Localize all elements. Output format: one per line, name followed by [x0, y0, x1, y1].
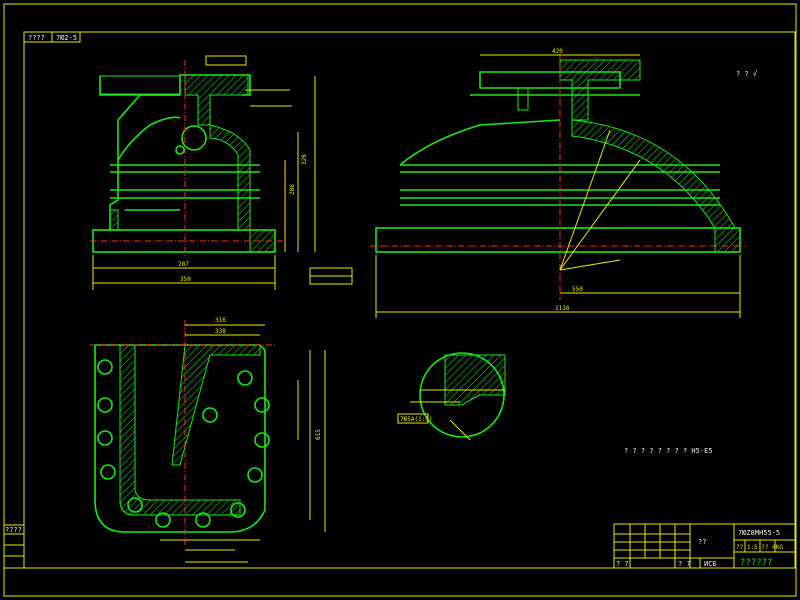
side-dim-inner: 550	[572, 286, 583, 293]
side-dim-bottom: 1116	[555, 305, 570, 312]
plan-view: 316 338 615	[90, 317, 326, 563]
sign-b: ? ?	[616, 560, 629, 568]
plan-dim-top: 316	[215, 317, 226, 324]
side-dim-top: 420	[552, 48, 563, 55]
side-strip	[3, 524, 25, 569]
tech-note: ? ? ? ? ? ? ? ? H5-E5	[624, 447, 713, 455]
drawing-number: 7ЮZ8МH55-5	[738, 529, 780, 537]
sign-a: ? ?	[678, 560, 691, 568]
side-label: ????	[5, 526, 22, 534]
roughness-note: ? ? √	[736, 70, 758, 78]
front-dim-h2: 286	[289, 184, 296, 195]
detail-a: 7Ю5А(1:5)	[397, 352, 506, 441]
outer-frame	[3, 3, 797, 597]
scale-row: ?? 1:5 ?? 4KG	[736, 544, 783, 551]
part-name: ??	[698, 538, 706, 546]
plan-dim-mid: 338	[215, 328, 226, 335]
corner-code: ????	[28, 34, 45, 42]
front-view: 350 287 326 286	[90, 55, 353, 290]
material: ИСБ	[704, 560, 717, 568]
inner-frame	[23, 31, 796, 569]
detail-callout: 7Ю5А(1:5)	[400, 416, 433, 423]
side-view: 1116 550 420 ? ? √	[370, 48, 758, 318]
company: ??????	[740, 558, 773, 568]
corner-tag: 7Ю2-5	[56, 34, 77, 42]
plan-dim-right: 615	[315, 429, 322, 440]
title-block: 7ЮZ8МH55-5 ?? ?? 1:5 ?? 4KG ИСБ ?????? ?…	[613, 523, 796, 569]
front-dim-inner: 287	[178, 261, 189, 268]
front-dim-bottom: 350	[180, 276, 191, 283]
front-dim-height: 326	[301, 154, 308, 165]
